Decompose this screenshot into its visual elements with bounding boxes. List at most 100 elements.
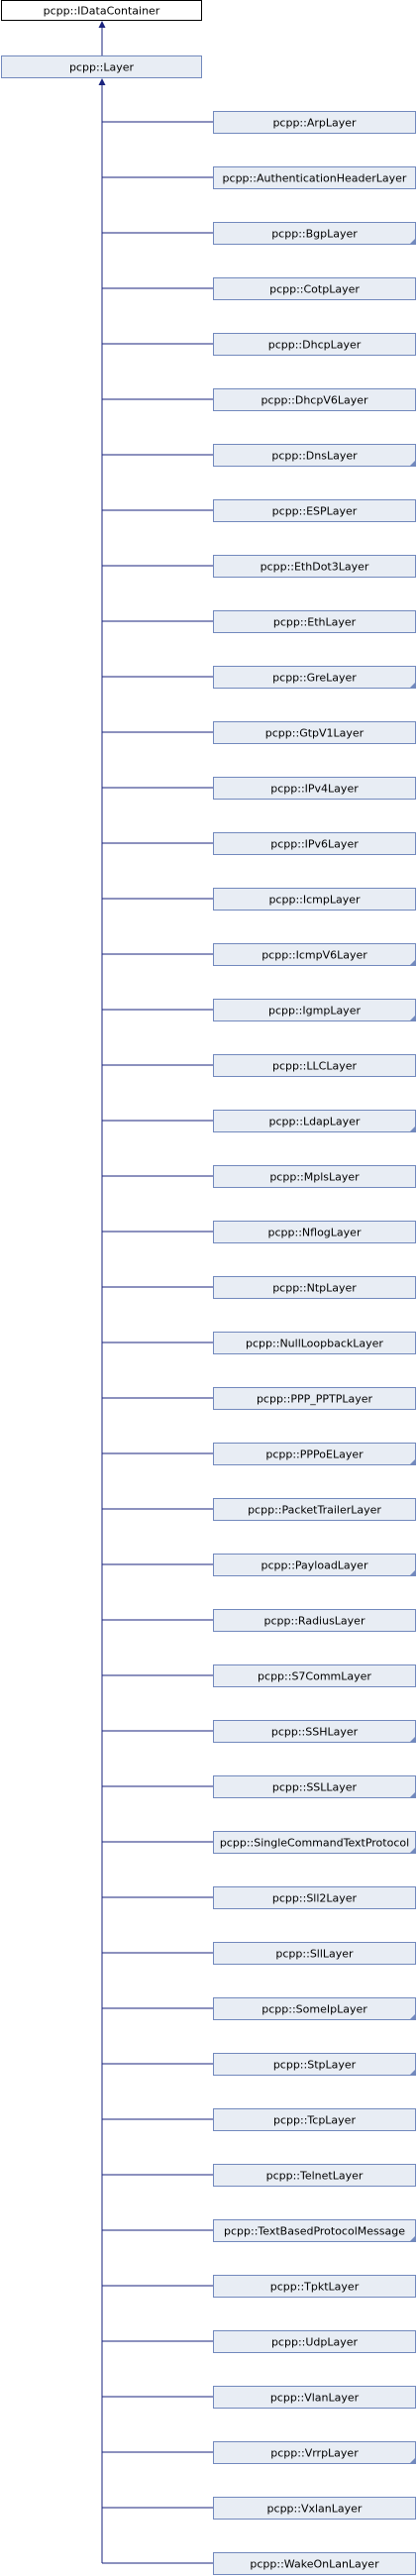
class-node-ethlayer[interactable]: pcpp::EthLayer <box>213 610 416 633</box>
class-node-slllayer[interactable]: pcpp::SllLayer <box>213 1942 416 1965</box>
class-label: pcpp::GtpV1Layer <box>265 727 365 740</box>
class-node-payloadlayer[interactable]: pcpp::PayloadLayer <box>213 1554 416 1576</box>
class-node-ipv4layer[interactable]: pcpp::IPv4Layer <box>213 777 416 800</box>
class-node-pppoelayer[interactable]: pcpp::PPPoELayer <box>213 1443 416 1465</box>
class-node-vrrplayer[interactable]: pcpp::VrrpLayer <box>213 2441 416 2464</box>
class-label: pcpp::TpktLayer <box>270 2281 360 2294</box>
class-label: pcpp::TcpLayer <box>273 2114 356 2127</box>
has-subclasses-corner-icon <box>409 2013 416 2020</box>
class-label: pcpp::SomeIpLayer <box>261 2003 367 2016</box>
class-node-llclayer[interactable]: pcpp::LLCLayer <box>213 1054 416 1077</box>
class-node-nullloopbacklayer[interactable]: pcpp::NullLoopbackLayer <box>213 1332 416 1354</box>
class-node-dnslayer[interactable]: pcpp::DnsLayer <box>213 444 416 467</box>
class-node-wakeonlanlayer[interactable]: pcpp::WakeOnLanLayer <box>213 2552 416 2575</box>
class-node-mplslayer[interactable]: pcpp::MplsLayer <box>213 1165 416 1188</box>
class-box <box>213 166 416 189</box>
class-node-ipv6layer[interactable]: pcpp::IPv6Layer <box>213 832 416 855</box>
class-label: pcpp::DhcpV6Layer <box>261 394 368 407</box>
has-subclasses-corner-icon <box>409 1458 416 1465</box>
class-node-igmplayer[interactable]: pcpp::IgmpLayer <box>213 999 416 1021</box>
class-node-arplayer[interactable]: pcpp::ArpLayer <box>213 111 416 134</box>
class-node-tcplayer[interactable]: pcpp::TcpLayer <box>213 2108 416 2131</box>
class-node-telnetlayer[interactable]: pcpp::TelnetLayer <box>213 2164 416 2187</box>
has-subclasses-corner-icon <box>409 1736 416 1743</box>
class-box <box>213 610 416 633</box>
class-label: pcpp::TelnetLayer <box>266 2170 364 2183</box>
has-subclasses-corner-icon <box>409 1569 416 1576</box>
layer-class-node[interactable]: pcpp::Layer <box>1 55 202 78</box>
class-node-dhcplayer[interactable]: pcpp::DhcpLayer <box>213 333 416 356</box>
class-node-textbasedprotocolmessage[interactable]: pcpp::TextBasedProtocolMessage <box>213 2219 416 2242</box>
class-node-esplayer[interactable]: pcpp::ESPLayer <box>213 499 416 522</box>
class-label: pcpp::NullLoopbackLayer <box>246 1338 383 1350</box>
class-node-vxlanlayer[interactable]: pcpp::VxlanLayer <box>213 2497 416 2520</box>
class-box <box>213 2552 416 2575</box>
class-box <box>213 1554 416 1576</box>
layer-class-label: pcpp::Layer <box>69 61 135 74</box>
class-label: pcpp::DnsLayer <box>271 450 358 463</box>
class-box <box>213 1720 416 1743</box>
class-label: pcpp::MplsLayer <box>269 1171 360 1184</box>
class-node-ntplayer[interactable]: pcpp::NtpLayer <box>213 1276 416 1299</box>
class-node-grelayer[interactable]: pcpp::GreLayer <box>213 666 416 689</box>
class-node-icmpv6layer[interactable]: pcpp::IcmpV6Layer <box>213 943 416 966</box>
class-label: pcpp::VrrpLayer <box>270 2447 359 2460</box>
class-label: pcpp::S7CommLayer <box>258 1670 371 1683</box>
class-node-tpktlayer[interactable]: pcpp::TpktLayer <box>213 2275 416 2298</box>
class-node-bgplayer[interactable]: pcpp::BgpLayer <box>213 222 416 245</box>
class-box <box>213 2497 416 2520</box>
class-label: pcpp::CotpLayer <box>269 283 360 296</box>
has-subclasses-corner-icon <box>409 1791 416 1798</box>
has-subclasses-corner-icon <box>409 2069 416 2076</box>
class-box <box>213 555 416 578</box>
class-node-s7commlayer[interactable]: pcpp::S7CommLayer <box>213 1664 416 1687</box>
class-node-nfloglayer[interactable]: pcpp::NflogLayer <box>213 1221 416 1243</box>
class-label: pcpp::IcmpLayer <box>268 894 361 907</box>
class-node-packettrailerlayer[interactable]: pcpp::PacketTrailerLayer <box>213 1498 416 1521</box>
class-box <box>213 444 416 467</box>
class-node-ppp-pptplayer[interactable]: pcpp::PPP_PPTPLayer <box>213 1387 416 1410</box>
class-label: pcpp::LLCLayer <box>272 1060 357 1073</box>
class-box <box>213 999 416 1021</box>
class-node-icmplayer[interactable]: pcpp::IcmpLayer <box>213 888 416 911</box>
class-box <box>213 1664 416 1687</box>
class-label: pcpp::ArpLayer <box>272 117 357 130</box>
class-label: pcpp::DhcpLayer <box>268 339 362 352</box>
subclass-list: pcpp::ArpLayerpcpp::AuthenticationHeader… <box>102 111 416 2575</box>
class-label: pcpp::RadiusLayer <box>264 1615 366 1628</box>
class-node-cotplayer[interactable]: pcpp::CotpLayer <box>213 277 416 300</box>
class-box <box>213 1775 416 1798</box>
class-label: pcpp::LdapLayer <box>269 1116 361 1128</box>
class-node-sll2layer[interactable]: pcpp::Sll2Layer <box>213 1886 416 1909</box>
class-node-someiplayer[interactable]: pcpp::SomeIpLayer <box>213 1997 416 2020</box>
class-label: pcpp::PayloadLayer <box>261 1559 368 1572</box>
class-node-sshlayer[interactable]: pcpp::SSHLayer <box>213 1720 416 1743</box>
class-node-ssllayer[interactable]: pcpp::SSLLayer <box>213 1775 416 1798</box>
arrowhead-layer <box>98 78 106 85</box>
class-box <box>213 1221 416 1243</box>
class-label: pcpp::PPPoELayer <box>265 1449 364 1461</box>
class-box <box>213 943 416 966</box>
class-node-ldaplayer[interactable]: pcpp::LdapLayer <box>213 1110 416 1132</box>
class-box <box>213 2053 416 2076</box>
class-box <box>213 1997 416 2020</box>
class-node-authenticationheaderlayer[interactable]: pcpp::AuthenticationHeaderLayer <box>213 166 416 189</box>
class-box <box>213 888 416 911</box>
class-label: pcpp::NflogLayer <box>268 1227 362 1239</box>
has-subclasses-corner-icon <box>409 1126 416 1132</box>
class-node-ethdot3layer[interactable]: pcpp::EthDot3Layer <box>213 555 416 578</box>
class-label: pcpp::ESPLayer <box>272 505 358 518</box>
class-box <box>213 2441 416 2464</box>
class-node-gtpv1layer[interactable]: pcpp::GtpV1Layer <box>213 721 416 744</box>
has-subclasses-corner-icon <box>409 460 416 467</box>
class-label: pcpp::SSLLayer <box>272 1781 358 1794</box>
class-node-radiuslayer[interactable]: pcpp::RadiusLayer <box>213 1609 416 1632</box>
class-label: pcpp::SSHLayer <box>271 1726 359 1739</box>
class-node-singlecommandtextprotocol[interactable]: pcpp::SingleCommandTextProtocol <box>213 1831 416 1854</box>
base-class-node[interactable]: pcpp::IDataContainer <box>1 0 202 21</box>
class-node-vlanlayer[interactable]: pcpp::VlanLayer <box>213 2386 416 2409</box>
class-node-stplayer[interactable]: pcpp::StpLayer <box>213 2053 416 2076</box>
class-node-dhcpv6layer[interactable]: pcpp::DhcpV6Layer <box>213 388 416 411</box>
class-node-udplayer[interactable]: pcpp::UdpLayer <box>213 2330 416 2353</box>
class-label: pcpp::PPP_PPTPLayer <box>257 1393 373 1406</box>
